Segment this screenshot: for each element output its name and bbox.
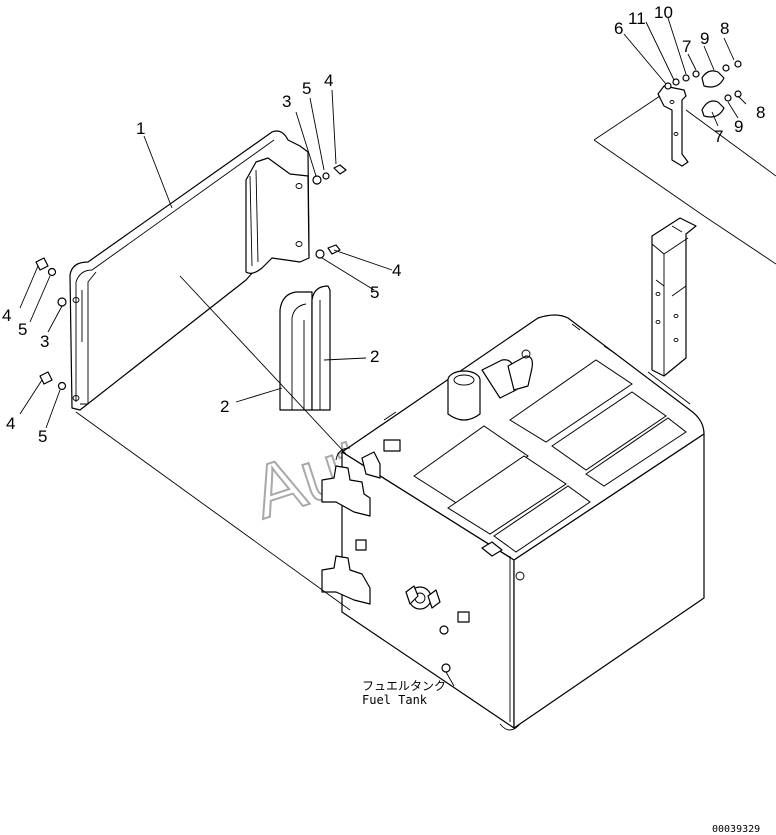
hardware — [35, 164, 347, 391]
callout-9: 9 — [700, 29, 709, 48]
callout-6: 6 — [614, 19, 623, 38]
callout-8: 8 — [756, 103, 765, 122]
callout-2: 2 — [370, 347, 379, 366]
callout-5: 5 — [370, 283, 379, 302]
callout-5: 5 — [18, 320, 27, 339]
callout-5: 5 — [302, 79, 311, 98]
callout-11: 11 — [628, 9, 646, 28]
callout-4: 4 — [392, 261, 401, 280]
callout-2: 2 — [220, 397, 229, 416]
callout-9: 9 — [734, 117, 743, 136]
callout-5: 5 — [38, 427, 47, 446]
callout-8: 8 — [720, 19, 729, 38]
fuel-tank — [321, 314, 705, 731]
seal-strips — [279, 285, 331, 411]
upper-bracket — [657, 60, 742, 167]
callout-3: 3 — [282, 92, 291, 111]
callout-leaders — [19, 17, 747, 687]
callout-10: 10 — [654, 3, 673, 22]
caption-japanese: フュエルタンク — [362, 679, 446, 693]
callout-4: 4 — [6, 414, 15, 433]
callout-7: 7 — [714, 127, 723, 146]
callout-labels: 1 2 2 3 3 4 4 4 4 5 5 5 5 6 11 10 7 7 9 … — [2, 3, 765, 446]
callout-3: 3 — [40, 332, 49, 351]
callout-7: 7 — [682, 37, 691, 56]
callout-4: 4 — [324, 71, 333, 90]
caption-english: Fuel Tank — [362, 693, 428, 707]
alignment-lines — [75, 95, 776, 611]
drawing-code: 00039329 — [712, 824, 760, 835]
tank-bracket — [651, 217, 697, 377]
cover-panel — [69, 130, 310, 411]
callout-4: 4 — [2, 306, 11, 325]
callout-1: 1 — [136, 119, 145, 138]
